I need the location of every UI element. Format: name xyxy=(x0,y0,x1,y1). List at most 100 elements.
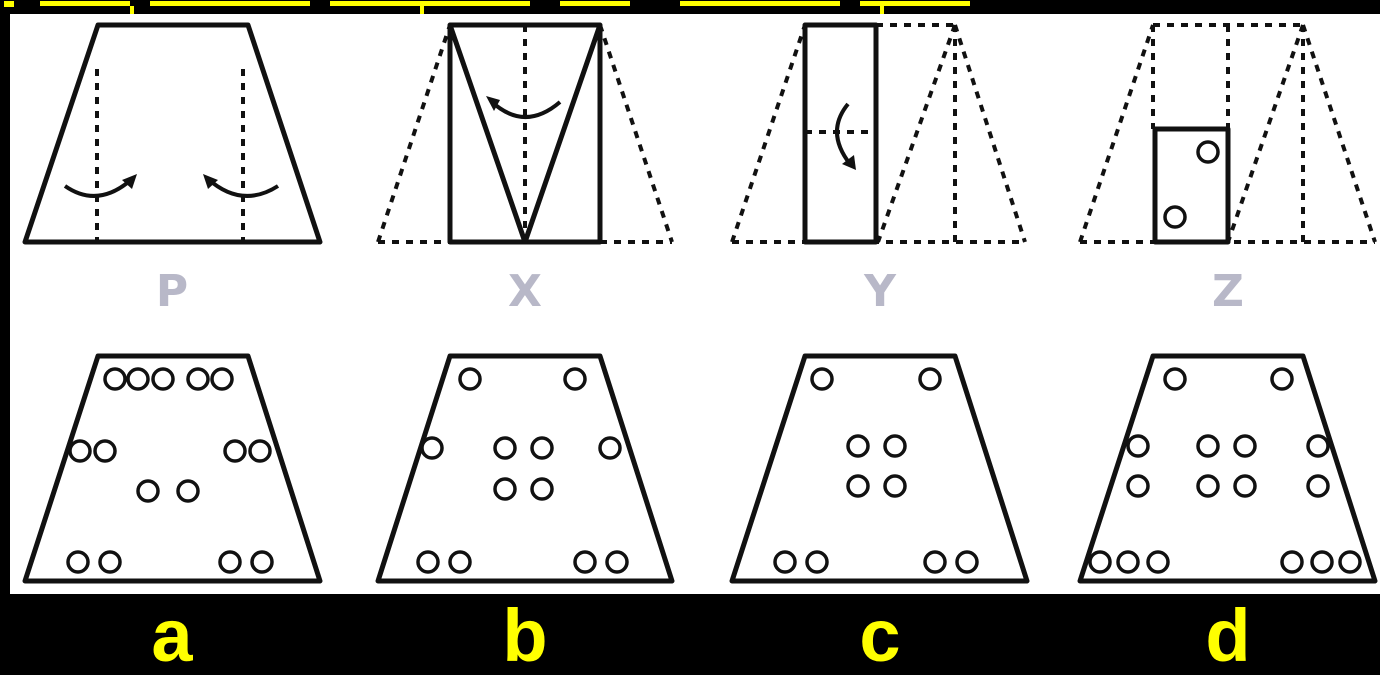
hole xyxy=(805,550,829,574)
hole xyxy=(458,367,482,391)
option-c-trapezoid xyxy=(729,353,1030,584)
hole xyxy=(955,550,979,574)
hole xyxy=(530,477,554,501)
figure-z-right-dashed-edge xyxy=(1301,24,1377,243)
figure-p-right-arrowhead xyxy=(203,174,218,189)
hole xyxy=(103,367,127,391)
figure-label-y: Y xyxy=(863,266,897,317)
figure-x-left-dashed-edge xyxy=(376,24,452,243)
hole xyxy=(1088,550,1112,574)
figure-x-fold-arrow xyxy=(490,100,562,119)
figure-z-punched-hole xyxy=(1163,205,1187,229)
figure-z-punched-hole xyxy=(1196,140,1220,164)
option-a-holes xyxy=(66,367,274,574)
figure-p-trapezoid xyxy=(22,22,323,245)
hole xyxy=(151,367,175,391)
hole xyxy=(1338,550,1362,574)
hole xyxy=(1310,550,1334,574)
option-label-a[interactable]: a xyxy=(151,594,193,675)
figure-x-right-dashed-edge xyxy=(598,24,674,243)
figure-z-inner-dashed-edge xyxy=(1226,24,1305,243)
figure-label-p: P xyxy=(156,266,188,317)
hole xyxy=(136,479,160,503)
hole xyxy=(210,367,234,391)
hole xyxy=(605,550,629,574)
figure-p-left-fold-arrow xyxy=(63,177,134,198)
hole xyxy=(1306,474,1330,498)
hole xyxy=(1270,367,1294,391)
figure-p-left-arrowhead xyxy=(122,174,137,189)
hole xyxy=(1163,367,1187,391)
hole xyxy=(918,367,942,391)
hole xyxy=(186,367,210,391)
figure-label-z: Z xyxy=(1212,266,1244,317)
hole xyxy=(493,477,517,501)
question-text-fragment xyxy=(4,1,970,14)
figure-y xyxy=(730,22,1027,245)
hole xyxy=(68,439,92,463)
hole xyxy=(810,367,834,391)
option-d-holes xyxy=(1088,367,1362,574)
option-a-trapezoid xyxy=(22,353,323,584)
hole xyxy=(530,436,554,460)
option-label-c[interactable]: c xyxy=(859,594,901,675)
hole xyxy=(563,367,587,391)
hole xyxy=(1146,550,1170,574)
hole xyxy=(98,550,122,574)
option-c-figure[interactable] xyxy=(729,353,1030,584)
figure-z-left-dashed-edge xyxy=(1078,24,1155,243)
hole xyxy=(573,550,597,574)
hole xyxy=(923,550,947,574)
diagram-panel: P X Y Z xyxy=(10,14,1380,594)
figure-x-arrowhead xyxy=(486,96,500,111)
hole xyxy=(248,439,272,463)
hole xyxy=(846,434,870,458)
option-b-figure[interactable] xyxy=(375,353,675,584)
hole xyxy=(1306,434,1330,458)
hole xyxy=(223,439,247,463)
hole xyxy=(846,474,870,498)
option-b-trapezoid xyxy=(375,353,675,584)
figure-p xyxy=(22,22,323,245)
figure-label-x: X xyxy=(508,266,542,317)
hole xyxy=(66,550,90,574)
hole xyxy=(883,434,907,458)
hole xyxy=(1116,550,1140,574)
figure-x xyxy=(376,22,674,245)
hole xyxy=(1126,474,1150,498)
hole xyxy=(1126,434,1150,458)
diagram-canvas: P X Y Z xyxy=(22,22,1378,584)
option-b-holes xyxy=(416,367,629,574)
figure-z-folded-square xyxy=(1152,126,1231,245)
hole xyxy=(1233,474,1257,498)
hole xyxy=(493,436,517,460)
hole xyxy=(1280,550,1304,574)
hole xyxy=(420,436,444,460)
figure-y-fold-arrow xyxy=(835,102,852,166)
option-label-d[interactable]: d xyxy=(1205,594,1251,675)
hole xyxy=(218,550,242,574)
figure-z xyxy=(1078,23,1377,245)
hole xyxy=(126,367,150,391)
option-d-trapezoid xyxy=(1077,353,1378,584)
figure-y-left-dashed-edge xyxy=(730,24,807,243)
hole xyxy=(1233,434,1257,458)
figure-p-right-fold-arrow xyxy=(206,177,280,198)
option-d-figure[interactable] xyxy=(1077,353,1378,584)
hole xyxy=(1196,434,1220,458)
option-a-figure[interactable] xyxy=(22,353,323,584)
figure-y-right-dashed-edge xyxy=(953,24,1027,243)
hole xyxy=(883,474,907,498)
hole xyxy=(93,439,117,463)
figure-y-inner-dashed-edge xyxy=(876,24,957,243)
hole xyxy=(773,550,797,574)
hole xyxy=(598,436,622,460)
hole xyxy=(250,550,274,574)
figure-y-arrowhead xyxy=(842,155,856,170)
option-label-b[interactable]: b xyxy=(502,594,548,675)
option-c-holes xyxy=(773,367,979,574)
hole xyxy=(416,550,440,574)
question-text-band xyxy=(0,0,1380,14)
hole xyxy=(176,479,200,503)
